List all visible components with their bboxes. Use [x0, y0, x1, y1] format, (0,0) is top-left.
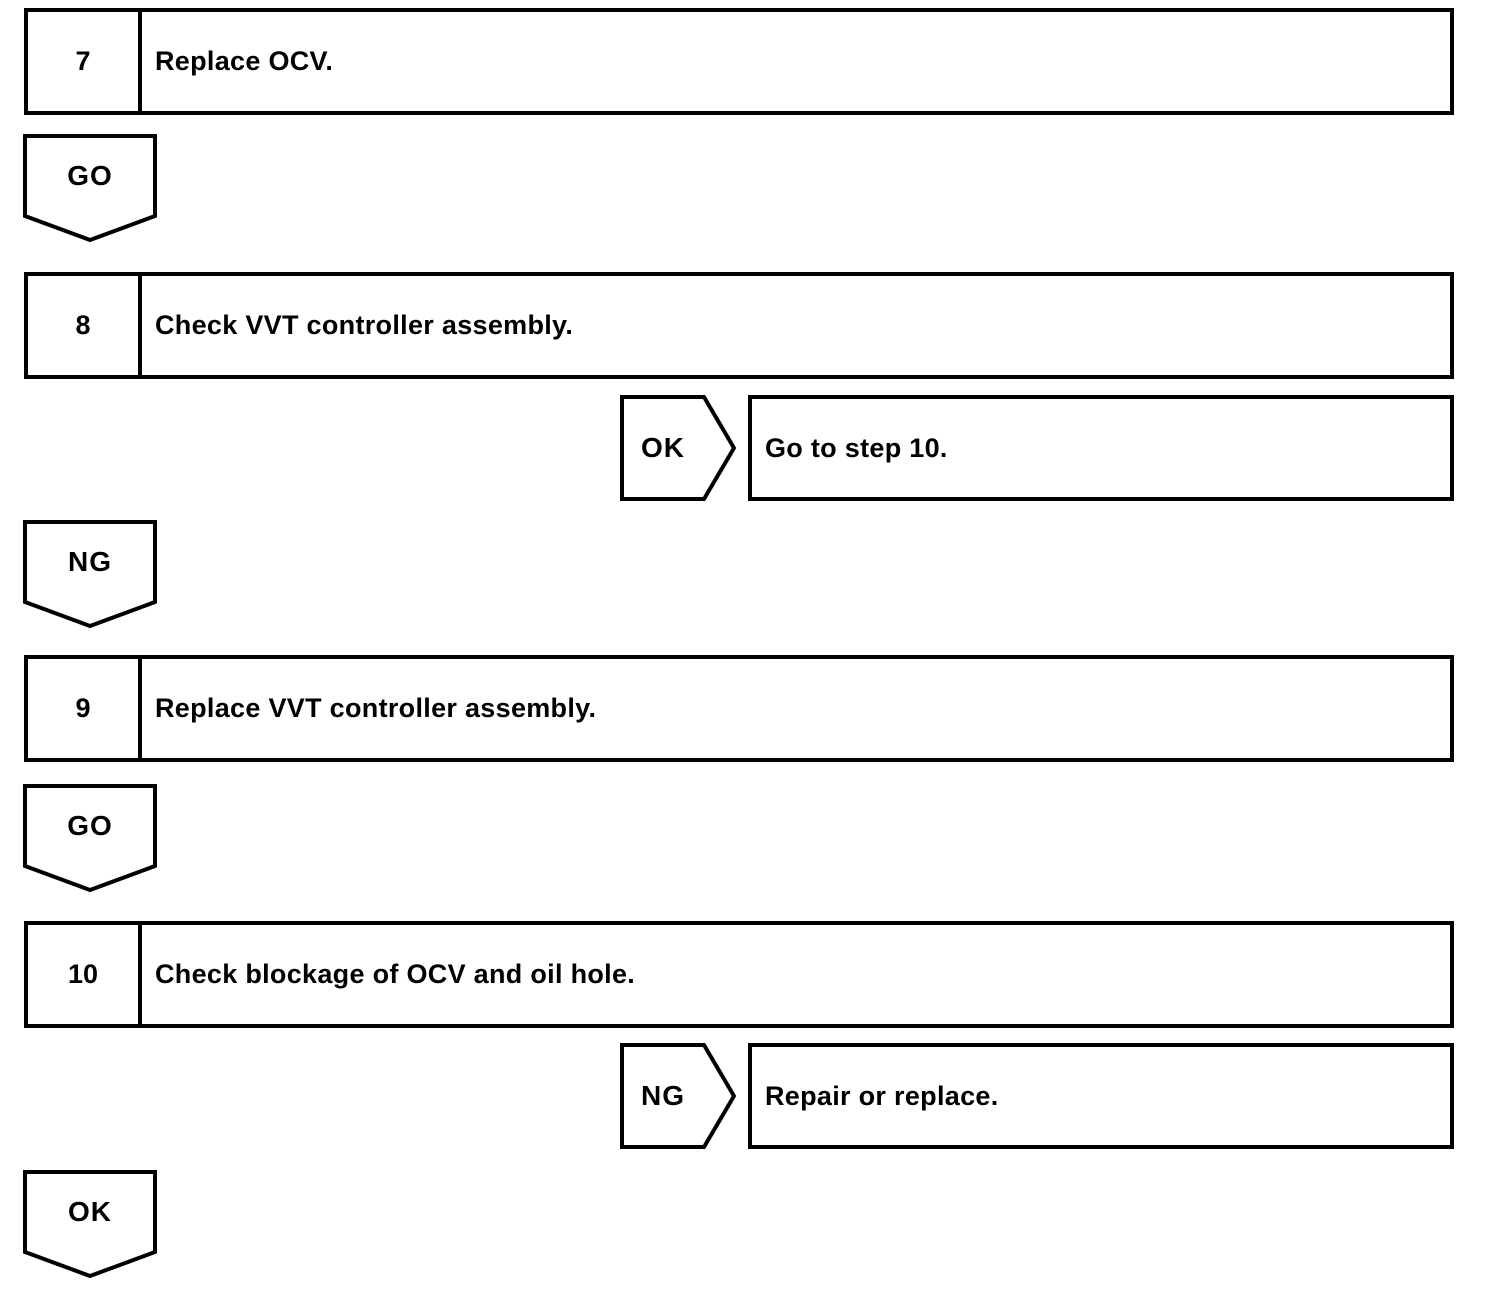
- step-10-number: 10: [28, 925, 142, 1024]
- step-9-number: 9: [28, 659, 142, 758]
- step-10-instruction: Check blockage of OCV and oil hole.: [155, 959, 636, 989]
- step-8-number: 8: [28, 276, 142, 375]
- branch-ng-action-box: Repair or replace.: [748, 1043, 1454, 1149]
- branch-ok-label: OK: [641, 432, 685, 463]
- step-10-box: 10 Check blockage of OCV and oil hole.: [24, 921, 1454, 1028]
- step-7-number: 7: [28, 12, 142, 111]
- connector-ok-after-step-10: OK: [23, 1170, 157, 1278]
- branch-ok-action-text: Go to step 10.: [765, 432, 948, 463]
- connector-ng-after-step-8: NG: [23, 520, 157, 628]
- connector-go-after-step-9: GO: [23, 784, 157, 892]
- pentagon-down-icon: [23, 134, 157, 242]
- connector-go-label: GO: [67, 160, 113, 191]
- step-8-instruction: Check VVT controller assembly.: [155, 310, 574, 340]
- connector-ng-label: NG: [68, 546, 112, 577]
- branch-ng-pentagon: NG: [620, 1043, 736, 1149]
- step-8-box: 8 Check VVT controller assembly.: [24, 272, 1454, 379]
- branch-ng-action-text: Repair or replace.: [765, 1080, 999, 1111]
- connector-ok-label: OK: [68, 1196, 112, 1227]
- step-9-box: 9 Replace VVT controller assembly.: [24, 655, 1454, 762]
- connector-go-label: GO: [67, 810, 113, 841]
- connector-go-after-step-7: GO: [23, 134, 157, 242]
- pentagon-down-icon: [23, 784, 157, 892]
- branch-ok-action-box: Go to step 10.: [748, 395, 1454, 501]
- step-7-instruction: Replace OCV.: [155, 46, 334, 76]
- branch-ok-pentagon: OK: [620, 395, 736, 501]
- step-7-box: 7 Replace OCV.: [24, 8, 1454, 115]
- pentagon-right-icon: [620, 395, 736, 501]
- step-9-instruction: Replace VVT controller assembly.: [155, 693, 597, 723]
- branch-ng-label: NG: [641, 1080, 685, 1111]
- pentagon-right-icon: [620, 1043, 736, 1149]
- pentagon-down-icon: [23, 1170, 157, 1278]
- pentagon-down-icon: [23, 520, 157, 628]
